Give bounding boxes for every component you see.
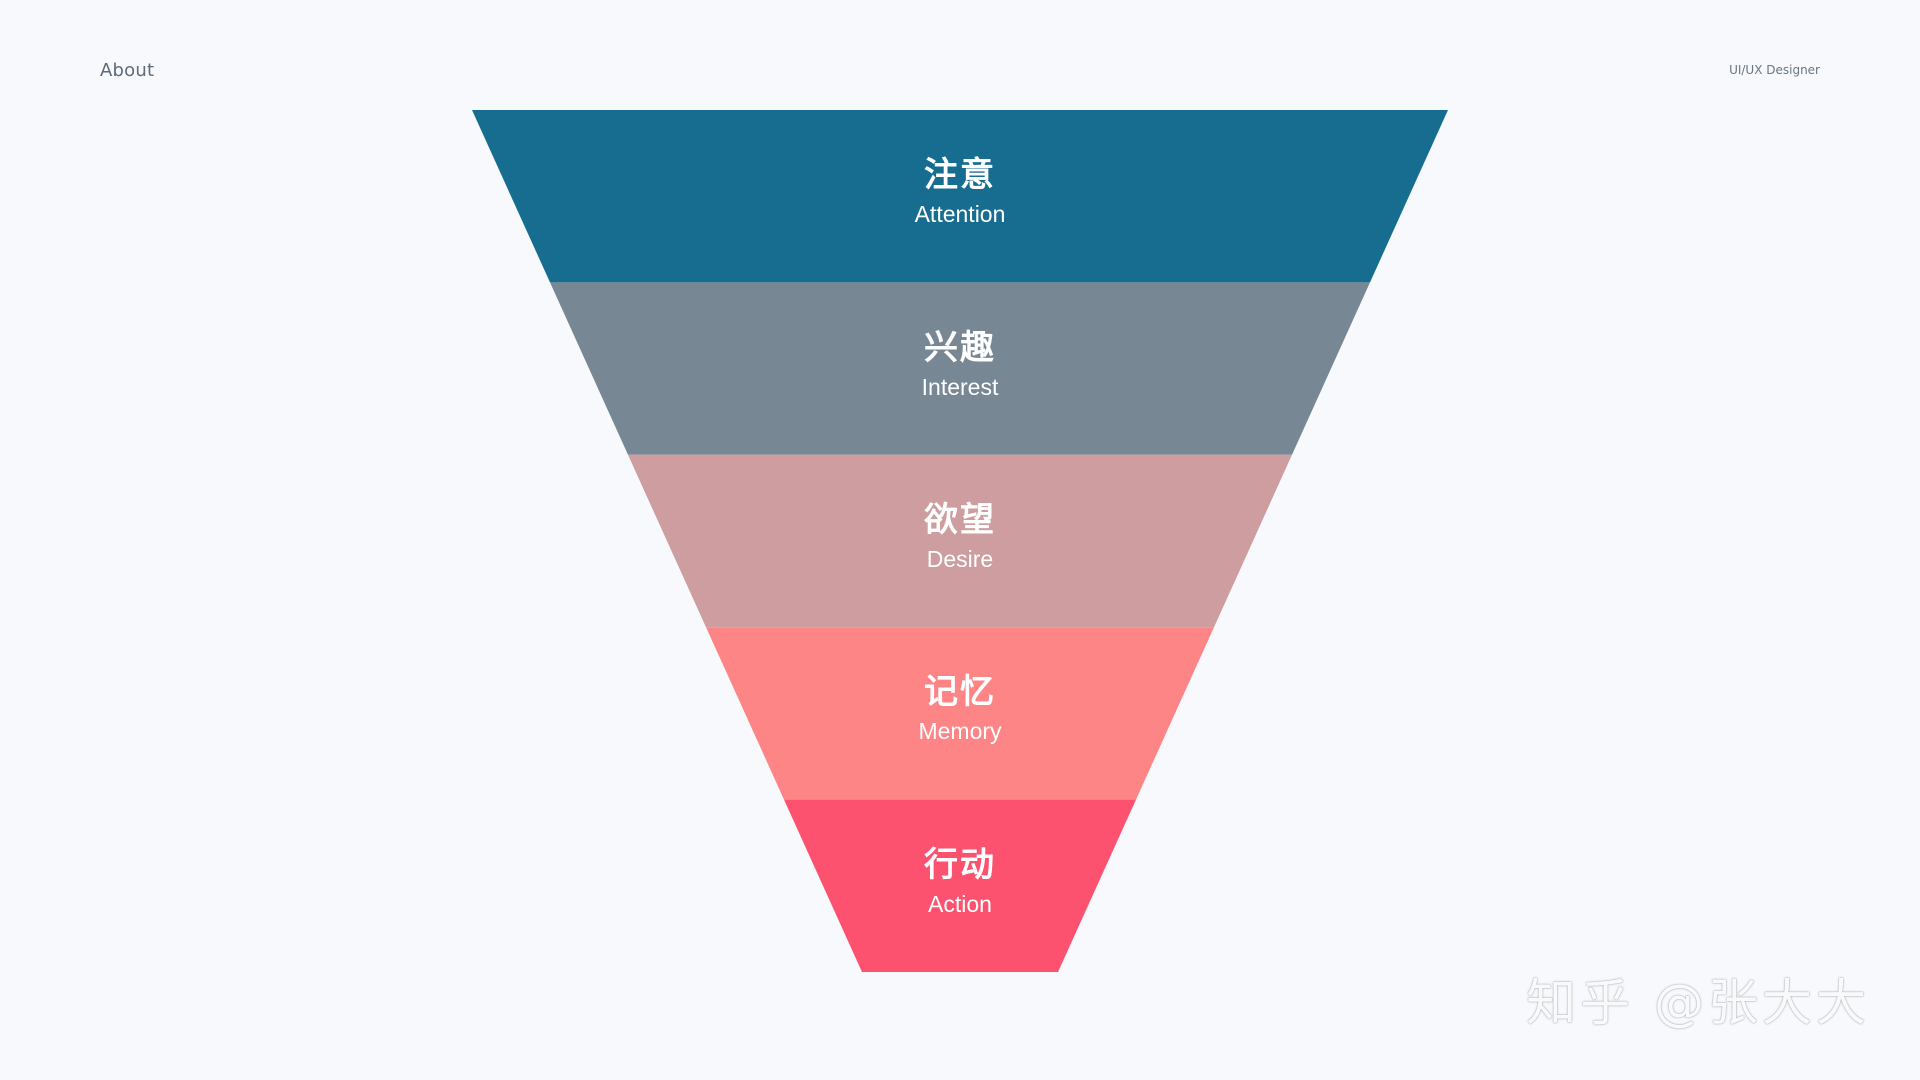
- stage-label-desire: 欲望 Desire: [760, 500, 1160, 573]
- stage-label-interest: 兴趣 Interest: [760, 327, 1160, 401]
- stage-title-en: Desire: [926, 546, 994, 573]
- funnel-stage-desire: [628, 454, 1292, 628]
- stage-title-en: Attention: [914, 201, 1006, 228]
- stage-label-action: 行动 Action: [760, 844, 1160, 918]
- stage-title-zh: 欲望: [924, 500, 996, 540]
- role-label: UI/UX Designer: [1729, 63, 1820, 77]
- stage-title-zh: 兴趣: [924, 327, 996, 368]
- funnel-stage-action: [784, 799, 1136, 972]
- stage-title-en: Memory: [918, 718, 1002, 745]
- watermark: 知乎 @张大大: [1526, 974, 1870, 1032]
- stage-title-zh: 注意: [924, 155, 996, 196]
- about-label: About: [100, 60, 155, 81]
- funnel-stage-memory: [706, 627, 1214, 800]
- stage-title-zh: 记忆: [924, 672, 996, 713]
- stage-title-zh: 行动: [924, 844, 996, 885]
- stage-label-memory: 记忆 Memory: [760, 673, 1160, 745]
- funnel-stage-attention: [472, 110, 1448, 283]
- stage-label-attention: 注意 Attention: [760, 156, 1160, 228]
- stage-title-en: Interest: [921, 373, 999, 400]
- stage-title-en: Action: [928, 890, 992, 917]
- funnel-stage-interest: [550, 282, 1370, 455]
